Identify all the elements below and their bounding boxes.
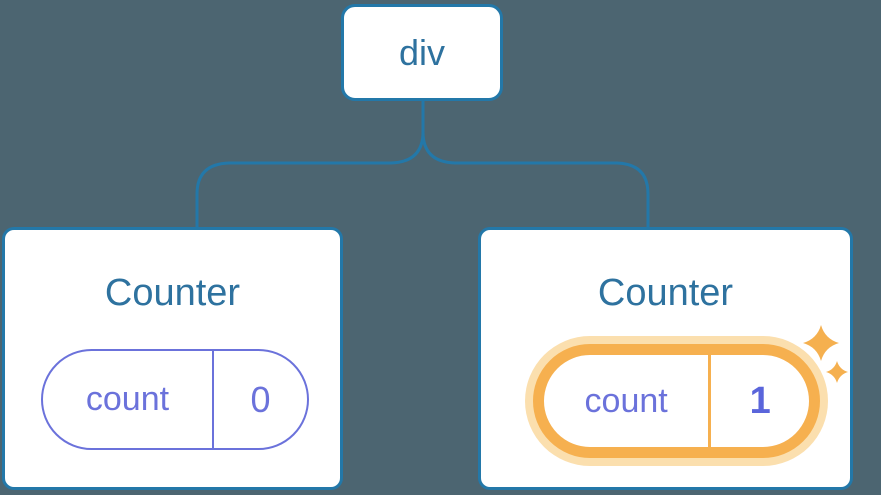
counter-card-left: Counter count 0: [2, 227, 343, 490]
root-node-div: div: [341, 4, 503, 101]
state-pill: count 0: [41, 349, 309, 450]
counter-title: Counter: [597, 272, 734, 314]
state-value: 0: [250, 378, 271, 420]
highlight-ring: count 1: [533, 344, 820, 458]
root-node-label: div: [398, 31, 446, 73]
pill-divider: [708, 355, 712, 447]
counter-title: Counter: [104, 272, 241, 314]
state-value: 1: [749, 379, 771, 422]
counter-card-right: Counter count 1: [478, 227, 853, 490]
state-pill-highlighted: count 1: [525, 336, 828, 466]
pill-divider: [211, 351, 214, 448]
state-key: count: [584, 381, 668, 420]
state-key: count: [85, 380, 170, 418]
